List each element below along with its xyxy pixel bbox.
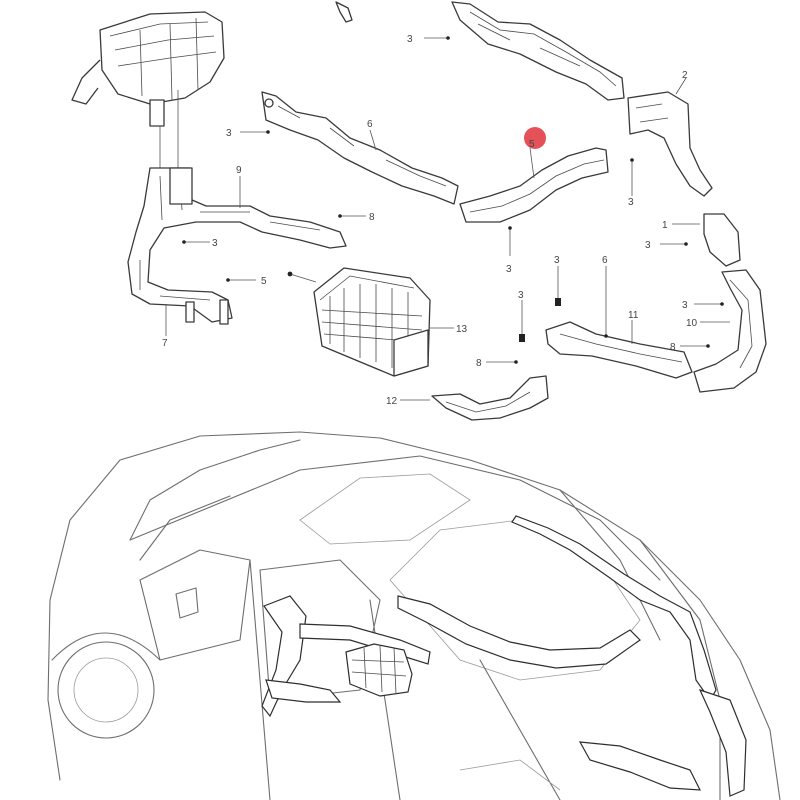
callout-10: 10 [686, 318, 698, 329]
duct-part-6-upper [261, 91, 459, 205]
duct-part-1-right [693, 213, 767, 393]
callout-6: 6 [602, 255, 608, 266]
callout-11: 11 [628, 310, 639, 321]
module-part-13 [313, 267, 431, 377]
duct-upper-right [451, 1, 713, 197]
callout-3: 3 [554, 255, 560, 266]
duct-part-12 [431, 375, 549, 421]
callout-8: 8 [476, 358, 482, 369]
callout-13: 13 [456, 324, 468, 335]
duct-part-7-left [127, 167, 347, 325]
callout-labels: 3 3 6 2 3 9 8 3 3 1 3 5 3 6 3 3 10 13 11… [162, 34, 698, 407]
duct-part-11 [545, 321, 693, 379]
callout-3: 3 [682, 300, 688, 311]
callout-8: 8 [369, 212, 375, 223]
highlight-marker [524, 127, 546, 149]
callout-3: 3 [628, 197, 634, 208]
vehicle-duct-layout [261, 515, 747, 797]
callout-1: 1 [662, 220, 668, 231]
bolt-top [335, 1, 353, 23]
vehicle-outline [47, 431, 781, 800]
callout-9: 9 [236, 165, 242, 176]
callout-3: 3 [226, 128, 232, 139]
callout-5: 5 [529, 139, 535, 150]
callout-3: 3 [645, 240, 651, 251]
callout-7: 7 [162, 338, 168, 349]
callout-12: 12 [386, 396, 398, 407]
callout-3: 3 [506, 264, 512, 275]
callout-3: 3 [518, 290, 524, 301]
duct-part-5-highlighted[interactable]: 5 [459, 127, 609, 223]
callout-6: 6 [367, 119, 373, 130]
callout-3: 3 [407, 34, 413, 45]
hvac-unit [71, 11, 225, 168]
callout-2: 2 [682, 70, 688, 81]
callout-3: 3 [212, 238, 218, 249]
leader-lines [165, 36, 730, 401]
callout-8: 8 [670, 342, 676, 353]
callout-5: 5 [261, 276, 267, 287]
